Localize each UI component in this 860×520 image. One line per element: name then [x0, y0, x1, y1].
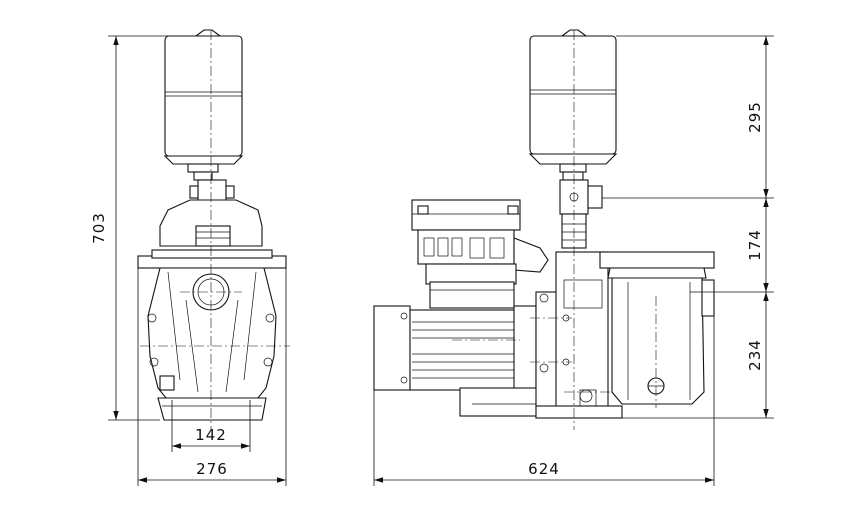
dim-lower-height: 234 [746, 339, 764, 371]
dim-tank-height: 295 [746, 101, 764, 133]
dim-side-length: 624 [528, 460, 560, 478]
side-controller-box [411, 199, 549, 285]
dim-middle-height: 174 [746, 229, 764, 261]
side-motor [373, 305, 537, 395]
side-base-bracket [459, 251, 609, 417]
dim-inner-base-width: 142 [195, 426, 227, 444]
side-motor-adapter [429, 281, 515, 309]
front-base [157, 397, 267, 421]
front-view [137, 29, 290, 430]
dimension-lines [108, 35, 774, 486]
dim-total-height: 703 [90, 212, 108, 244]
dim-front-width: 276 [196, 460, 228, 478]
front-pressure-tank [163, 29, 244, 173]
side-view [373, 29, 715, 430]
side-strainer [579, 251, 715, 405]
side-pressure-tank [528, 29, 618, 173]
side-valve-assembly [559, 171, 603, 249]
